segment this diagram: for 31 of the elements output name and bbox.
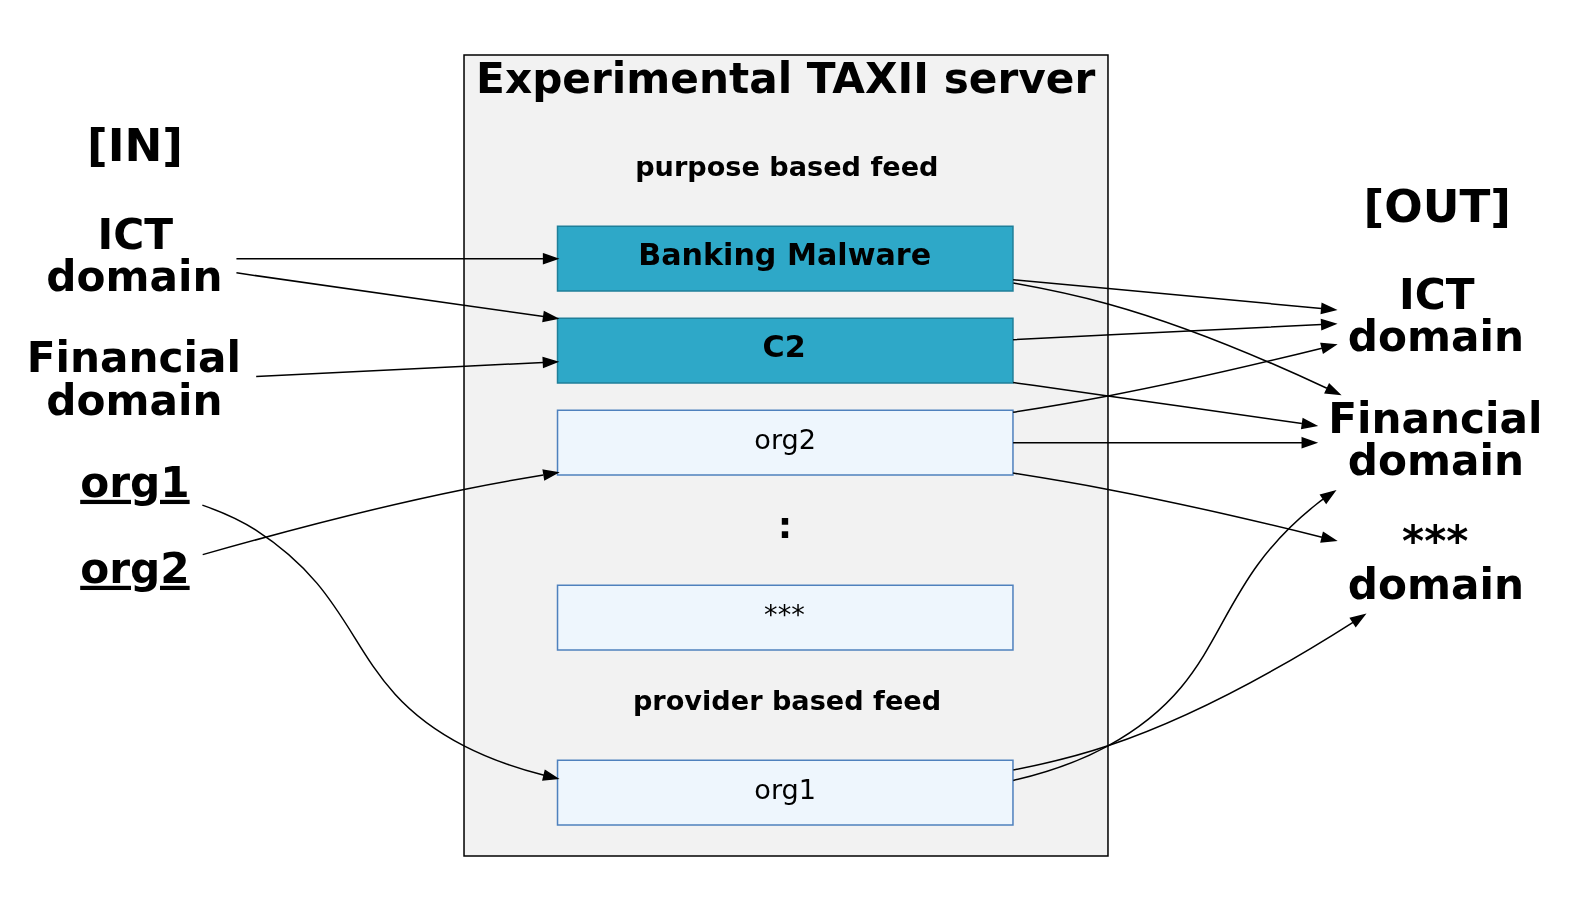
arrow [201,469,560,556]
arrow [235,252,560,265]
arrow [1012,279,1338,315]
arrow [235,272,560,323]
node-text: org2 [80,543,190,593]
label: : [777,503,793,547]
node-text: Financial domain [26,333,242,425]
arrow [1012,436,1319,449]
node-text: Financial domain [1328,393,1543,485]
arrow [201,504,560,781]
label: provider based feed [632,685,942,717]
label: [OUT] [1363,179,1511,233]
node-text: org1 [80,457,190,507]
arrow [1012,282,1342,396]
node-text: *** domain [1347,517,1525,609]
node-text: ICT domain [46,209,223,301]
arrow [1012,381,1319,430]
arrow [1012,489,1337,782]
arrow [1012,318,1338,341]
label: [IN] [86,119,184,173]
node-box: C2 [556,317,1014,384]
node-text: ICT domain [1347,270,1525,362]
label: purpose based feed [635,151,939,183]
arrow [1012,472,1338,543]
node-box: org2 [556,409,1014,476]
node-box: Banking Malware [556,225,1014,292]
node-box: *** [556,584,1014,651]
arrow [1012,613,1367,771]
arrow [255,356,560,378]
node-box: org1 [556,759,1014,826]
arrow [1012,342,1338,413]
